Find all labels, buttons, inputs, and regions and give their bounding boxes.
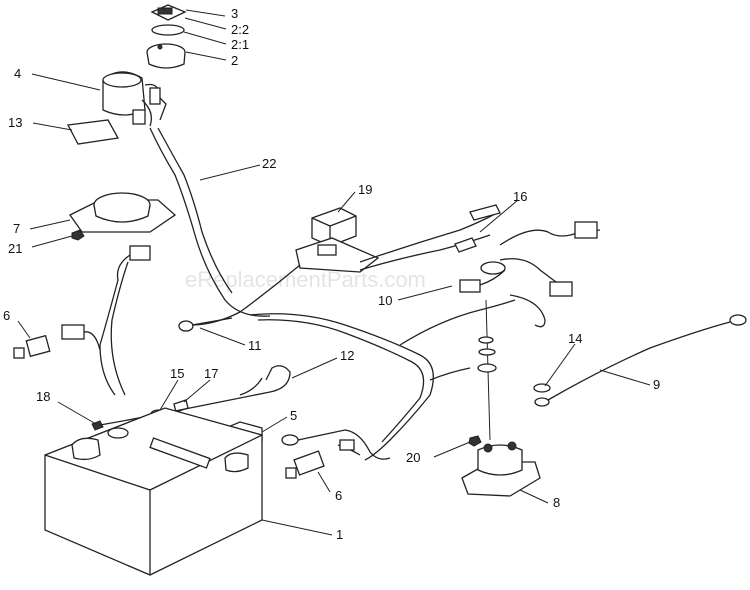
- callout-labels: 3 2:2 2:1 2 4 13 22 19 16 7 21 10 6 11 1…: [3, 6, 660, 542]
- callout-14: 14: [568, 331, 582, 346]
- central-harness: [189, 204, 501, 326]
- callout-10: 10: [378, 293, 392, 308]
- callout-2: 2: [231, 53, 238, 68]
- wire-16-right: [499, 229, 601, 246]
- callout-2-2: 2:2: [231, 22, 249, 37]
- horn-assembly: [69, 192, 177, 233]
- fuse-holder-lower: [285, 450, 325, 479]
- cable-9: [547, 321, 731, 401]
- fuse-holder-upper: [13, 324, 101, 359]
- callout-8: 8: [553, 495, 560, 510]
- callout-5: 5: [290, 408, 297, 423]
- callout-13: 13: [8, 115, 22, 130]
- callout-6-upper: 6: [3, 308, 10, 323]
- callout-1: 1: [336, 527, 343, 542]
- starter-solenoid: [461, 441, 541, 497]
- callout-15: 15: [170, 366, 184, 381]
- callout-19: 19: [358, 182, 372, 197]
- watermark-text: eReplacementParts.com: [185, 267, 426, 292]
- battery: [44, 407, 263, 576]
- callout-20: 20: [406, 450, 420, 465]
- callout-16: 16: [513, 189, 527, 204]
- harness-22-cable: [149, 127, 271, 317]
- callout-18: 18: [36, 389, 50, 404]
- callout-21: 21: [8, 241, 22, 256]
- callout-2-1: 2:1: [231, 37, 249, 52]
- callout-11: 11: [248, 338, 262, 353]
- ignition-switch-module: [102, 71, 167, 127]
- key-switch-parts: [146, 4, 187, 69]
- callout-9: 9: [653, 377, 660, 392]
- relay-19: [311, 207, 357, 247]
- callout-17: 17: [204, 366, 218, 381]
- callout-22: 22: [262, 156, 276, 171]
- washer-14: [533, 383, 551, 393]
- callout-6-lower: 6: [335, 488, 342, 503]
- callout-3: 3: [231, 6, 238, 21]
- nut-21: [71, 229, 85, 241]
- terminal-stack: [429, 299, 497, 441]
- connector-plug: [129, 245, 151, 261]
- leader-lines: [17, 9, 651, 536]
- callout-7: 7: [13, 221, 20, 236]
- connector-10: [459, 279, 481, 293]
- harness-12-main: [249, 313, 434, 461]
- callout-4: 4: [14, 66, 21, 81]
- callout-12: 12: [340, 348, 354, 363]
- relay-bracket: [66, 119, 120, 145]
